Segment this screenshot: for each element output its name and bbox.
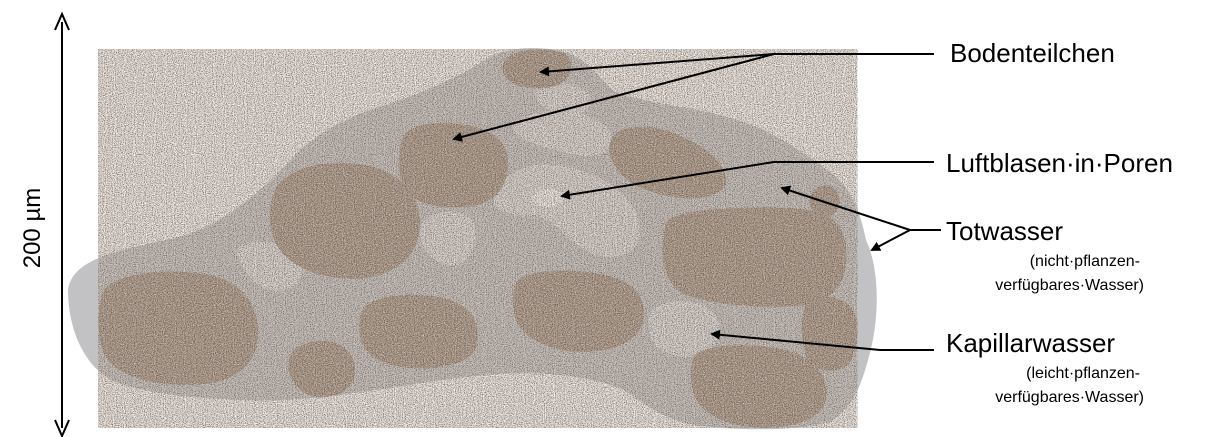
soil-particle [98,271,258,385]
label-kapillarwasser-sub2: verfügbares·Wasser) [995,389,1144,406]
air-bubble [532,189,564,207]
scale-label: 200 µm [19,188,46,269]
label-totwasser-sub1: (nicht·pflanzen- [1030,253,1140,270]
label-bodenteilchen: Bodenteilchen [950,38,1115,68]
label-kapillarwasser: Kapillarwasser [946,328,1115,358]
soil-particle [663,208,847,307]
soil-particle [399,123,508,208]
label-kapillarwasser-sub1: (leicht·pflanzen- [1026,365,1140,382]
soil-particle [503,49,572,88]
label-luftblasen: Luftblasen·in·Poren [946,148,1173,178]
scale-bar: 200 µm [19,14,69,436]
soil-particle [359,294,478,368]
soil-particle [270,163,420,279]
label-totwasser: Totwasser [946,216,1063,246]
arrow-totwasser-2 [872,230,910,250]
label-totwasser-sub2: verfügbares·Wasser) [995,277,1144,294]
soil-particle [802,297,858,371]
